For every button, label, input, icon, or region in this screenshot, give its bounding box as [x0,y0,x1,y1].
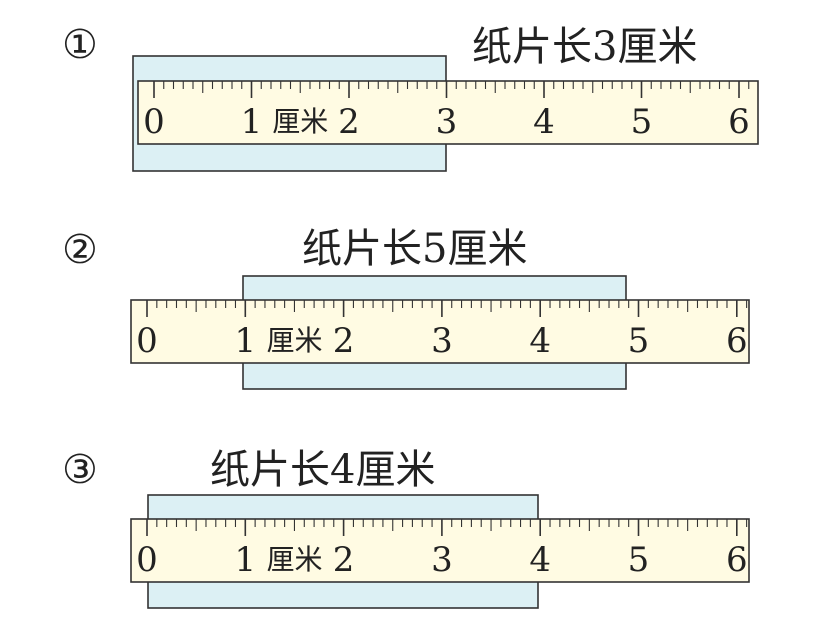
ruler-body [130,299,750,364]
ruler-number: 3 [436,102,458,142]
paper-length-label: 纸片长3厘米 [472,24,697,70]
ruler-number: 6 [726,321,748,361]
paper-length-label: 纸片长5厘米 [302,226,527,272]
ruler-number: 5 [628,321,650,361]
panel-marker: ① [62,22,98,68]
panel-1: ① 纸片长3厘米 0 1 2 3 4 5 6 厘米 [62,22,759,172]
ruler-number: 6 [728,102,750,142]
ruler-number: 0 [136,321,158,361]
ruler-number: 4 [533,102,555,142]
ruler-unit-label: 厘米 [266,324,322,357]
paper-length-label: 纸片长4厘米 [210,447,435,493]
ruler-number: 0 [143,102,165,142]
ruler: 0 1 2 3 4 5 6 厘米 [130,299,750,364]
ruler-number: 4 [529,321,551,361]
ruler-body [137,80,759,145]
ruler-number: 6 [726,540,748,580]
ruler: 0 1 2 3 4 5 6 厘米 [130,518,750,583]
panel-2: ② 纸片长5厘米 0 1 2 3 4 5 6 厘米 [62,226,750,390]
ruler-number: 2 [333,321,355,361]
ruler-number: 3 [431,540,453,580]
panel-marker: ③ [62,447,98,493]
ruler-number: 3 [431,321,453,361]
ruler-body [130,518,750,583]
ruler: 0 1 2 3 4 5 6 厘米 [137,80,759,145]
ruler-number: 0 [136,540,158,580]
ruler-number: 2 [338,102,360,142]
panel-marker: ② [62,227,98,273]
panel-3: ③ 纸片长4厘米 0 1 2 3 4 5 6 厘米 [62,447,750,609]
ruler-number: 4 [529,540,551,580]
ruler-unit-label: 厘米 [266,543,322,576]
ruler-number: 1 [234,321,256,361]
ruler-number: 2 [333,540,355,580]
ruler-number: 1 [241,102,263,142]
ruler-number: 5 [631,102,653,142]
ruler-number: 5 [628,540,650,580]
ruler-number: 1 [234,540,256,580]
ruler-unit-label: 厘米 [272,105,328,138]
